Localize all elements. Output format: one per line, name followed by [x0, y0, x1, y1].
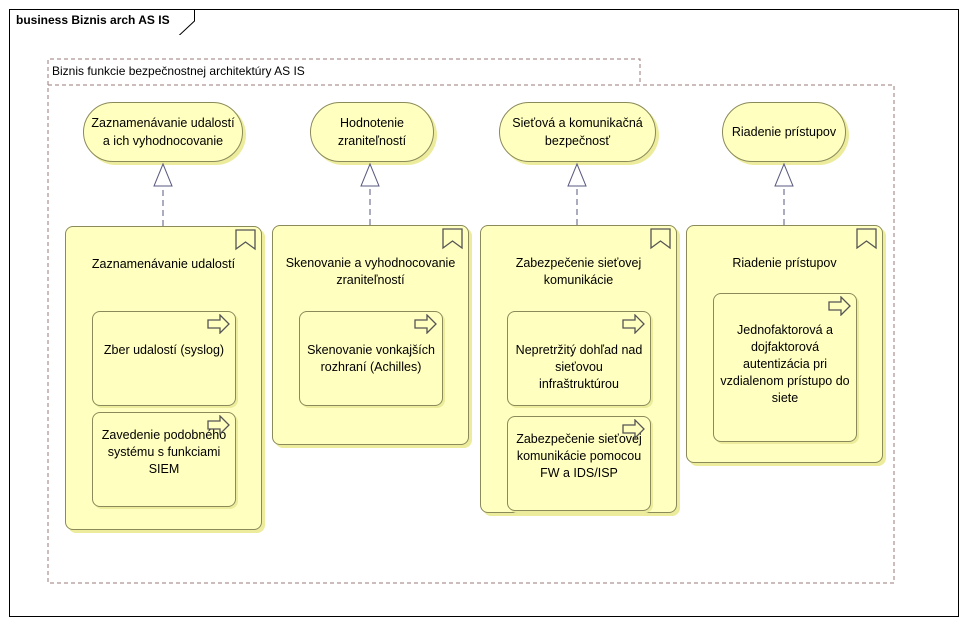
block-title: Zabezpečenie sieťovej komunikácie [515, 256, 642, 287]
process-label: Skenovanie vonkajších rozhraní (Achilles… [307, 343, 435, 374]
process-label: Zber udalostí (syslog) [103, 343, 225, 357]
group-title: Biznis funkcie bezpečnostnej architektúr… [52, 64, 305, 78]
process-authentication[interactable]: Jednofaktorová a dojfaktorová autentizác… [713, 293, 857, 442]
diagram-frame [9, 9, 959, 617]
service-block-network-security[interactable]: Zabezpečenie sieťovej komunikácie Nepret… [480, 225, 677, 513]
service-block-vulnerability-scanning[interactable]: Skenovanie a vyhodnocovanie zraniteľnost… [272, 225, 469, 445]
bookmark-icon [442, 228, 463, 250]
function-event-logging[interactable]: Zaznamenávanie udalostí a ich vyhodnocov… [83, 102, 243, 162]
function-label: Sieťová a komunikačná bezpečnosť [512, 116, 643, 148]
function-access-control[interactable]: Riadenie prístupov [722, 102, 846, 162]
process-label: Jednofaktorová a dojfaktorová autentizác… [720, 323, 850, 405]
process-network-monitoring[interactable]: Nepretržitý dohľad nad sieťovou infraštr… [507, 311, 651, 406]
process-fw-ids[interactable]: Zabezpečenie sieťovej komunikácie pomoco… [507, 416, 651, 511]
function-network-security[interactable]: Sieťová a komunikačná bezpečnosť [499, 102, 656, 162]
process-external-scanning[interactable]: Skenovanie vonkajších rozhraní (Achilles… [299, 311, 443, 406]
process-arrow-icon [207, 415, 230, 435]
function-label: Zaznamenávanie udalostí a ich vyhodnocov… [91, 116, 235, 148]
block-title: Riadenie prístupov [732, 256, 837, 270]
process-label: Zabezpečenie sieťovej komunikácie pomoco… [516, 432, 642, 480]
process-arrow-icon [622, 314, 645, 334]
bookmark-icon [650, 228, 671, 250]
frame-title: business Biznis arch AS IS [16, 13, 170, 27]
process-label: Nepretržitý dohľad nad sieťovou infraštr… [515, 343, 643, 391]
realization-arrow [360, 162, 380, 187]
process-arrow-icon [828, 296, 851, 316]
process-arrow-icon [414, 314, 437, 334]
block-title: Skenovanie a vyhodnocovanie zraniteľnost… [285, 256, 456, 287]
process-arrow-icon [622, 419, 645, 439]
process-label: Zavedenie podobného systému s funkciami … [101, 428, 227, 476]
bookmark-icon [235, 229, 256, 251]
function-label: Riadenie prístupov [731, 125, 837, 139]
block-title: Zaznamenávanie udalostí [91, 257, 236, 271]
realization-arrow [567, 162, 587, 187]
frame-tab-shape [9, 9, 195, 35]
service-block-access-control[interactable]: Riadenie prístupov Jednofaktorová a dojf… [686, 225, 883, 463]
function-label: Hodnotenie zraniteľností [337, 116, 407, 148]
function-vulnerability-assessment[interactable]: Hodnotenie zraniteľností [310, 102, 434, 162]
process-siem[interactable]: Zavedenie podobného systému s funkciami … [92, 412, 236, 507]
process-arrow-icon [207, 314, 230, 334]
process-syslog[interactable]: Zber udalostí (syslog) [92, 311, 236, 406]
service-block-event-logging[interactable]: Zaznamenávanie udalostí Zber udalostí (s… [65, 226, 262, 530]
realization-arrow [774, 162, 794, 187]
realization-arrow [153, 162, 173, 187]
bookmark-icon [856, 228, 877, 250]
